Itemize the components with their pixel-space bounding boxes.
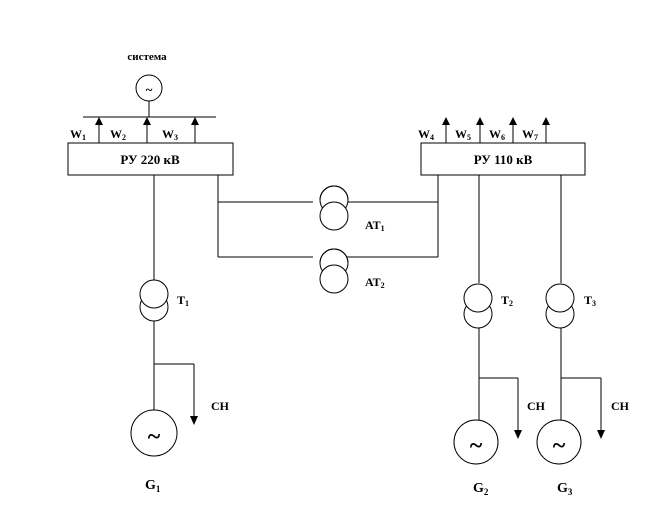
- g3-symbol: ~: [553, 433, 566, 459]
- g2-symbol: ~: [470, 433, 483, 459]
- line-w3-arrow-icon: [191, 117, 199, 125]
- line-w1-label: W1: [70, 127, 86, 142]
- line-w5-label: W5: [455, 127, 471, 142]
- t2-label: Т2: [501, 293, 513, 308]
- line-w7-label: W7: [522, 127, 538, 142]
- line-w6-arrow-icon: [509, 117, 517, 125]
- g3-aux-arrow-icon: [597, 430, 605, 439]
- line-w7-arrow-icon: [542, 117, 550, 125]
- arrows-110: [442, 117, 550, 143]
- line-w4-label: W4: [418, 127, 434, 142]
- ru220-label: РУ 220 кВ: [120, 152, 180, 167]
- g1-label: G1: [145, 478, 161, 494]
- autotransformer-links: [217, 175, 439, 258]
- g1-aux-label: СН: [211, 399, 230, 413]
- g2-label: G2: [473, 481, 489, 497]
- system-label: система: [127, 51, 167, 63]
- g1-symbol: ~: [148, 424, 161, 450]
- t1-symbol-icon: [139, 279, 169, 322]
- ru110-busbar-box: [420, 142, 586, 176]
- at2-symbol-icon: [319, 248, 349, 294]
- at2-label: АТ2: [365, 275, 385, 290]
- t2-symbol-icon: [463, 283, 493, 329]
- line-w4-arrow-icon: [442, 117, 450, 125]
- line-w2-label: W2: [110, 127, 126, 142]
- line-w1-arrow-icon: [95, 117, 103, 125]
- g3-generator-icon: [536, 419, 582, 465]
- t3-symbol-icon: [545, 283, 575, 329]
- line-w5-arrow-icon: [476, 117, 484, 125]
- g1-aux-arrow-icon: [190, 416, 198, 425]
- g3-aux-label: СН: [611, 399, 630, 413]
- line-w6-label: W6: [489, 127, 505, 142]
- line-w2-arrow-icon: [143, 117, 151, 125]
- ru110-label: РУ 110 кВ: [474, 152, 533, 167]
- g2-aux-label: СН: [527, 399, 546, 413]
- at1-symbol-icon: [319, 185, 349, 231]
- ru220-busbar-box: [67, 142, 234, 176]
- t1-label: Т1: [177, 293, 189, 308]
- g3-label: G3: [557, 481, 573, 497]
- g2-generator-icon: [453, 419, 499, 465]
- system-symbol: ~: [146, 82, 153, 97]
- t3-label: Т3: [584, 293, 596, 308]
- g1-generator-icon: [130, 409, 178, 457]
- g2-aux-arrow-icon: [514, 430, 522, 439]
- at1-label: АТ1: [365, 218, 385, 233]
- line-w3-label: W3: [162, 127, 178, 142]
- arrows-220: [95, 117, 199, 143]
